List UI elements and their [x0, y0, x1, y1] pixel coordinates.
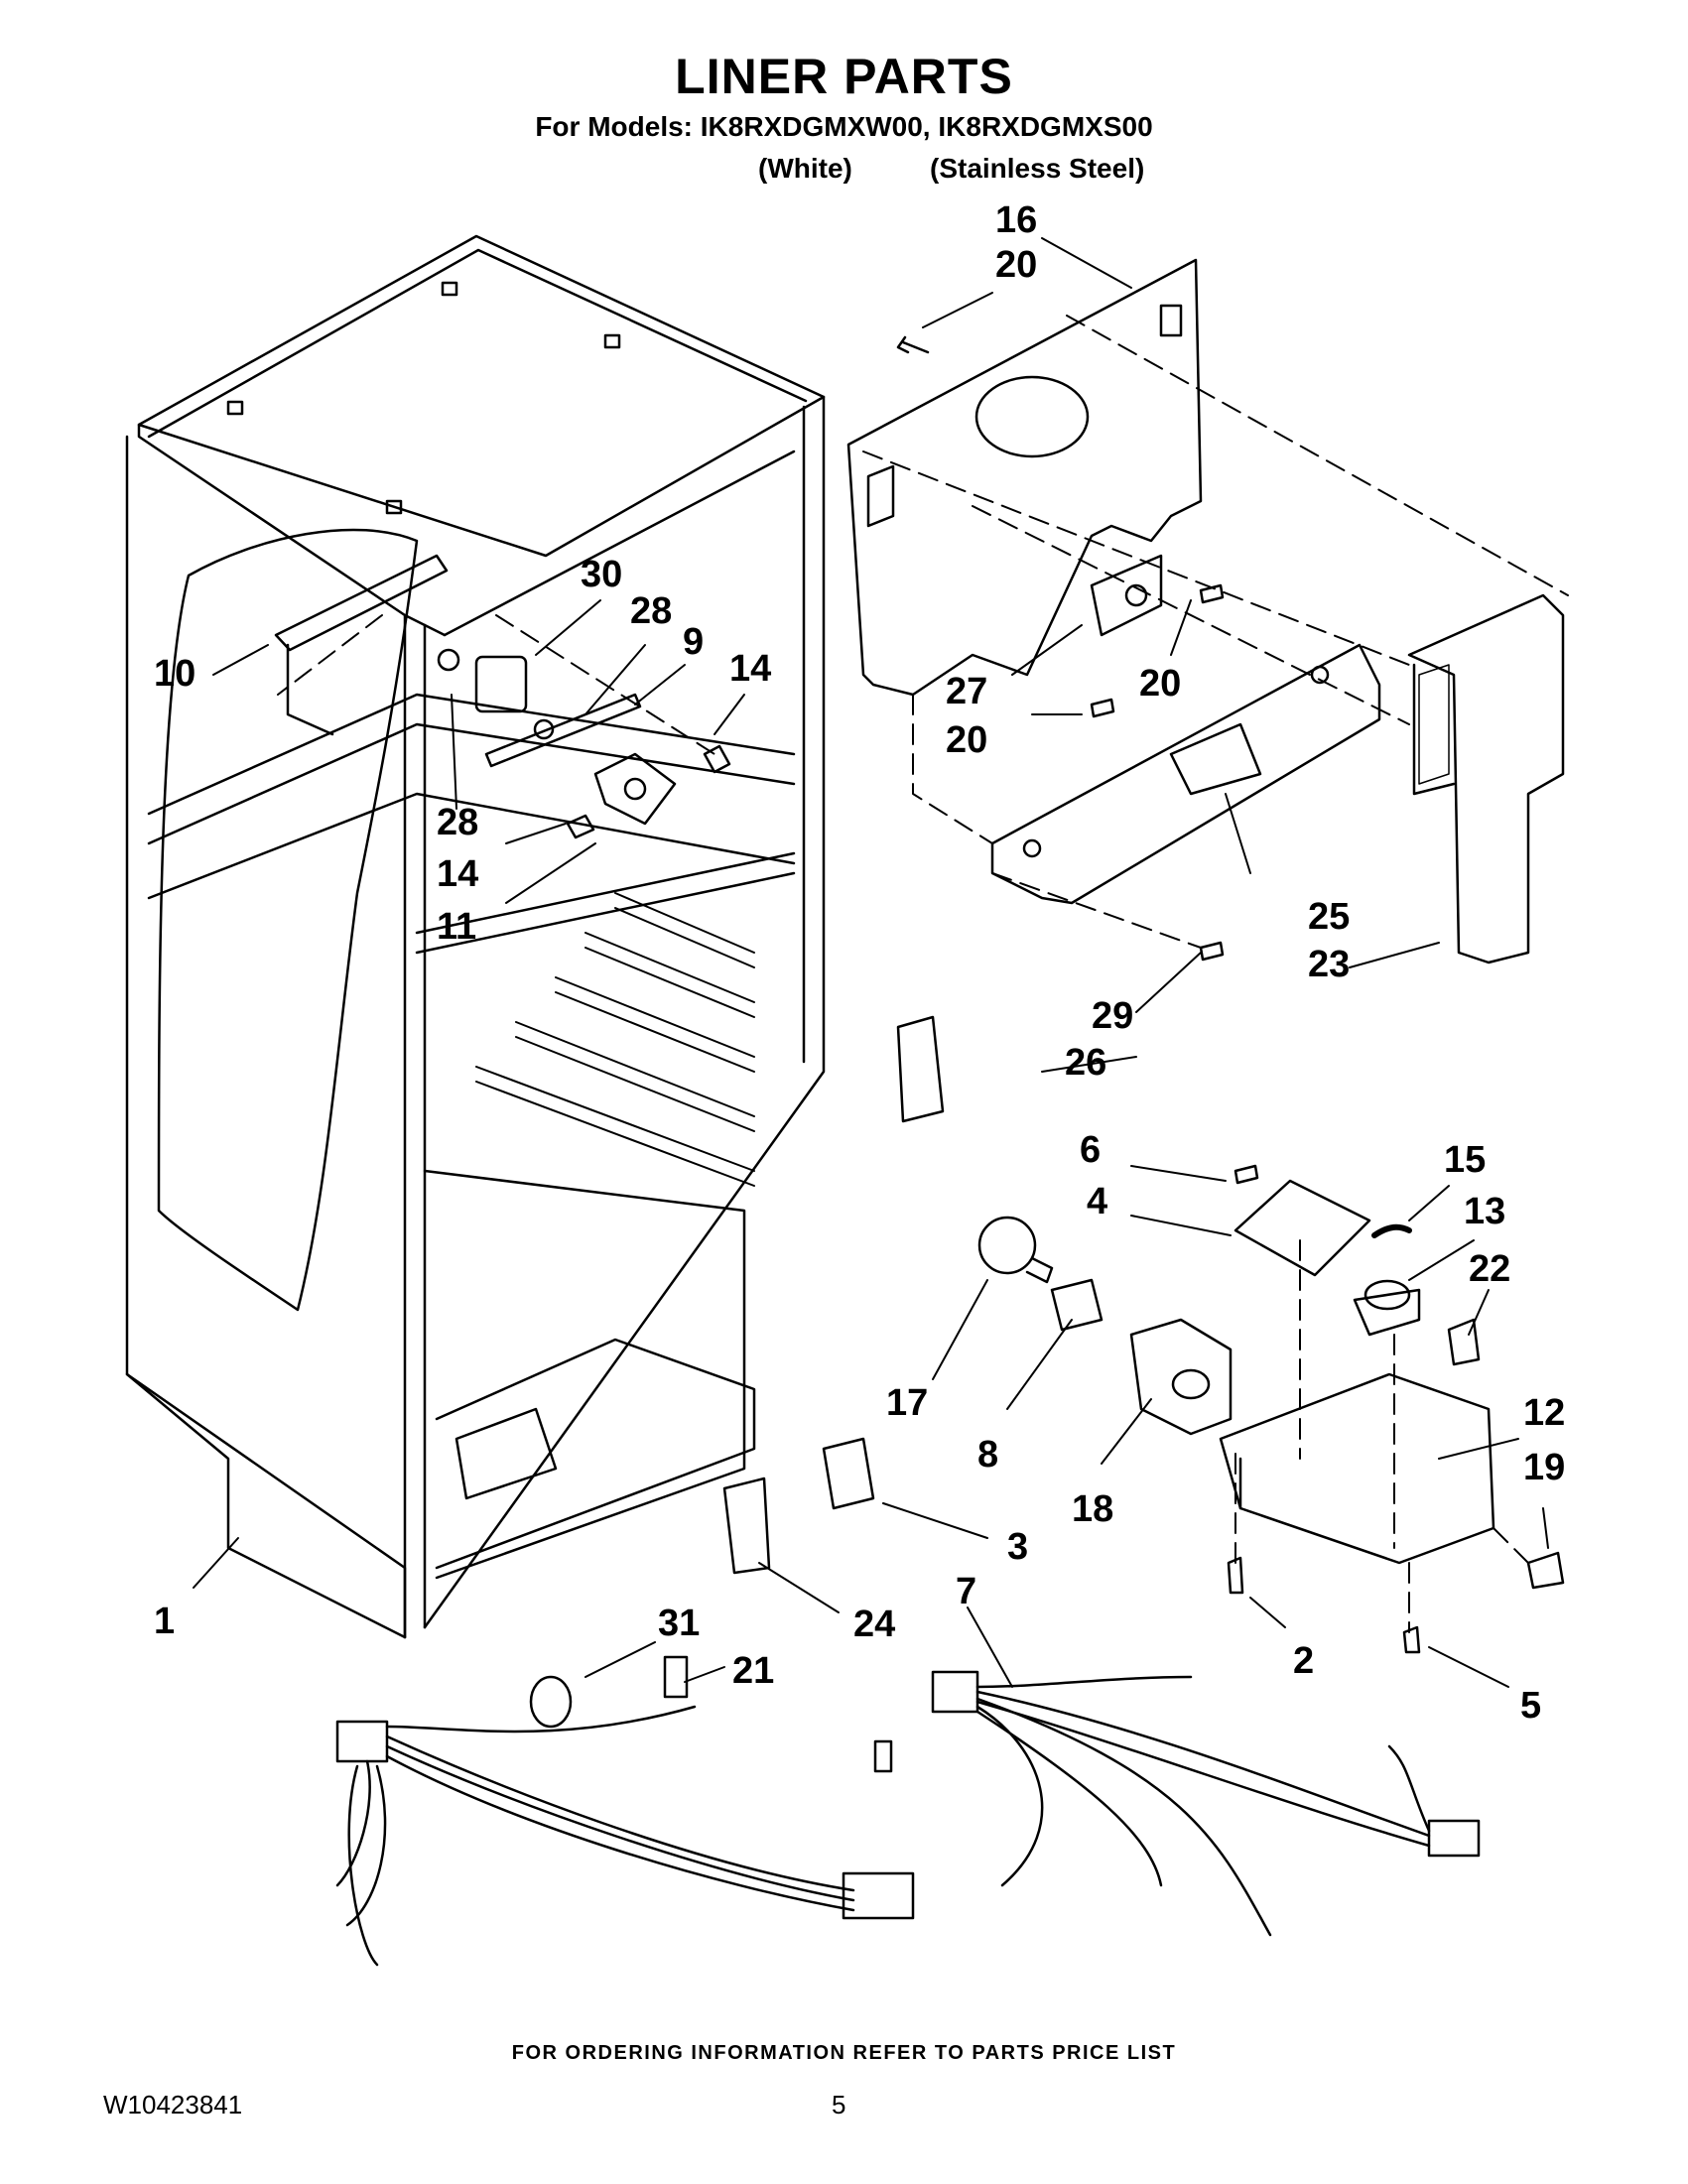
- callout-22: 22: [1469, 1248, 1511, 1290]
- callout-5: 5: [1520, 1685, 1542, 1727]
- callout-24: 24: [853, 1604, 896, 1645]
- control-housing: [1407, 593, 1565, 964]
- page-title: LINER PARTS: [675, 49, 1013, 104]
- callout-28: 28: [630, 590, 673, 632]
- callout-1: 1: [154, 1601, 176, 1642]
- callout-21: 21: [732, 1650, 775, 1692]
- callout-20: 20: [995, 244, 1038, 286]
- leader-lines: [193, 237, 1549, 1688]
- assembly-lines: [277, 315, 1569, 1633]
- callout-27: 27: [946, 671, 988, 712]
- callout-3: 3: [1007, 1526, 1029, 1568]
- callout-13: 13: [1464, 1191, 1506, 1232]
- callout-18: 18: [1072, 1488, 1114, 1530]
- callout-29: 29: [1092, 995, 1134, 1037]
- callout-15: 15: [1444, 1139, 1487, 1181]
- callout-6: 6: [1080, 1129, 1102, 1171]
- callout-17: 17: [886, 1382, 929, 1424]
- wire-harnesses: [335, 1655, 1481, 1967]
- models-line: For Models: IK8RXDGMXW00, IK8RXDGMXS00: [535, 111, 1153, 142]
- callout-12: 12: [1523, 1392, 1566, 1434]
- callout-30: 30: [581, 554, 623, 595]
- callout-25: 25: [1308, 896, 1351, 938]
- screws: [896, 335, 1421, 1654]
- callout-20-right: 20: [1139, 663, 1182, 705]
- callout-10: 10: [154, 653, 196, 695]
- callout-23: 23: [1308, 944, 1351, 985]
- liner-cabinet: [125, 234, 826, 1639]
- control-cover: [990, 643, 1381, 905]
- variant-stainless: (Stainless Steel): [930, 153, 1145, 184]
- document-number: W10423841: [103, 2090, 243, 2120]
- ordering-note: FOR ORDERING INFORMATION REFER TO PARTS …: [511, 2042, 1177, 2064]
- callout-14-lower: 14: [437, 853, 479, 895]
- callout-2: 2: [1293, 1640, 1315, 1682]
- callout-9: 9: [683, 621, 705, 663]
- variant-white: (White): [758, 153, 852, 184]
- callout-14: 14: [729, 648, 772, 690]
- callout-7: 7: [956, 1571, 977, 1612]
- evaporator-fan-assembly: [274, 554, 731, 839]
- callout-11: 11: [437, 906, 477, 948]
- callout-20-mid: 20: [946, 719, 988, 761]
- control-components: [722, 1015, 1565, 1590]
- page-number: 5: [832, 2090, 846, 2120]
- callout-19: 19: [1523, 1447, 1566, 1488]
- callout-31: 31: [658, 1603, 701, 1644]
- callout-26: 26: [1065, 1042, 1107, 1084]
- callout-16: 16: [995, 199, 1038, 241]
- air-duct-cover: [846, 258, 1203, 697]
- callout-28-lower: 28: [437, 802, 479, 843]
- callout-4: 4: [1087, 1181, 1108, 1222]
- callout-8: 8: [977, 1434, 999, 1476]
